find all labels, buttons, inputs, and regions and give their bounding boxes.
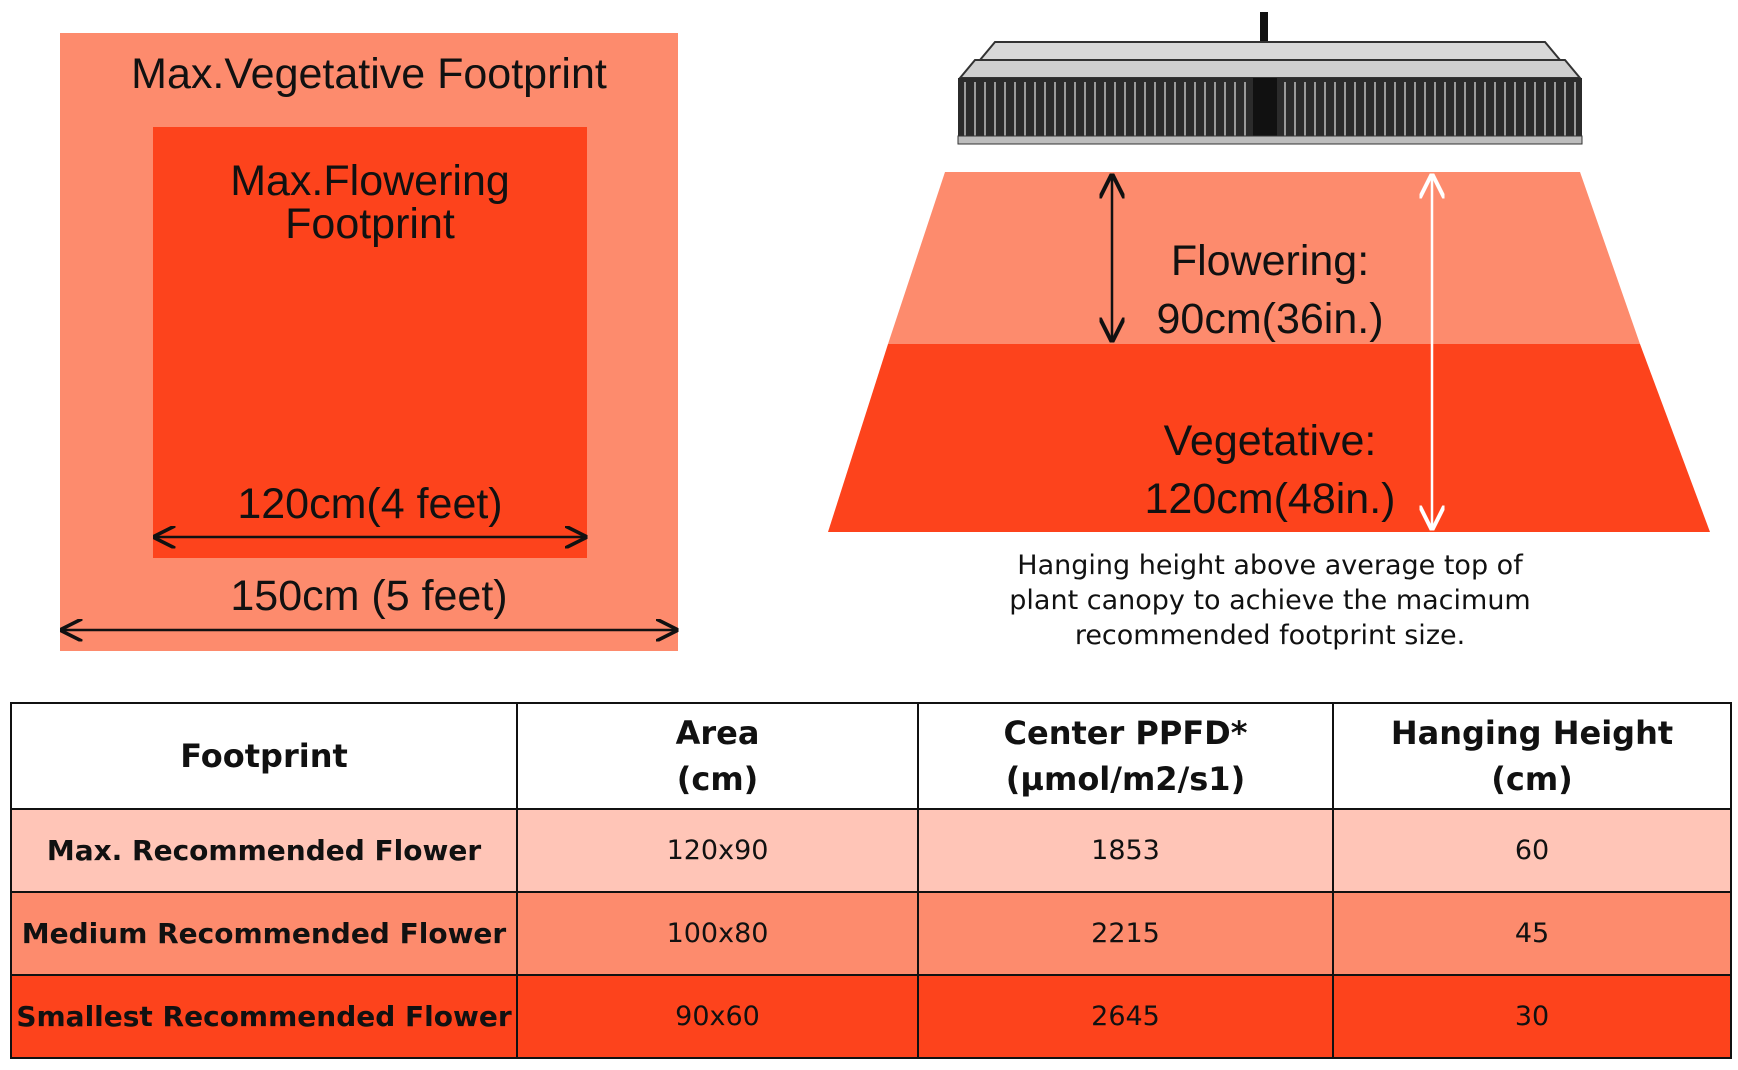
cell-height: 30 [1332, 974, 1732, 1059]
vegetative-coverage-zone [828, 344, 1710, 532]
header-hanging-height: Hanging Height (cm) [1332, 702, 1732, 810]
flowering-title-line1: Max.Flowering [230, 157, 510, 205]
header-footprint-label: Footprint [180, 737, 348, 775]
dimension-arrows [0, 0, 1738, 700]
inner-dimension-label: 120cm(4 feet) [237, 480, 503, 528]
header-ppfd-label: Center PPFD* [1003, 714, 1248, 752]
cell-ppfd: 2645 [917, 974, 1334, 1059]
header-area-unit: (cm) [676, 760, 759, 798]
table-row: Medium Recommended Flower 100x80 2215 45 [10, 891, 1732, 976]
table-row: Smallest Recommended Flower 90x60 2645 3… [10, 974, 1732, 1059]
cell-footprint: Smallest Recommended Flower [10, 974, 518, 1059]
table-header-row: Footprint Area (cm) Center PPFD* (µmol/m… [10, 702, 1732, 810]
header-hanging-height-unit: (cm) [1491, 760, 1573, 798]
grow-light-fixture-icon [957, 12, 1583, 145]
footprint-spec-table: Footprint Area (cm) Center PPFD* (µmol/m… [10, 702, 1732, 1059]
outer-dimension-label: 150cm (5 feet) [230, 572, 508, 620]
cell-ppfd: 2215 [917, 891, 1334, 976]
table-row: Max. Recommended Flower 120x90 1853 60 [10, 808, 1732, 893]
flowering-footprint-title: Max.Flowering Footprint [153, 160, 587, 246]
flowering-height-value: 90cm(36in.) [1156, 295, 1384, 343]
flowering-coverage-zone [888, 172, 1640, 344]
caption-line2: plant canopy to achieve the macimum [1009, 585, 1531, 616]
vegetative-footprint-title: Max.Vegetative Footprint [131, 50, 607, 98]
header-footprint: Footprint [10, 702, 518, 810]
vegetative-label: Vegetative: [1163, 417, 1377, 465]
header-ppfd: Center PPFD* (µmol/m2/s1) [917, 702, 1334, 810]
cell-area: 100x80 [516, 891, 919, 976]
cell-height: 60 [1332, 808, 1732, 893]
flowering-label: Flowering: [1170, 237, 1370, 285]
flowering-footprint-area [153, 127, 587, 558]
vegetative-height-value: 120cm(48in.) [1144, 475, 1396, 523]
cell-ppfd: 1853 [917, 808, 1334, 893]
cell-height: 45 [1332, 891, 1732, 976]
header-hanging-height-label: Hanging Height [1390, 714, 1674, 752]
cell-area: 120x90 [516, 808, 919, 893]
header-ppfd-unit: (µmol/m2/s1) [1005, 760, 1246, 798]
cell-footprint: Max. Recommended Flower [10, 808, 518, 893]
caption-line1: Hanging height above average top of [1017, 550, 1523, 581]
hanging-height-caption: Hanging height above average top of plan… [930, 548, 1610, 653]
cell-footprint: Medium Recommended Flower [10, 891, 518, 976]
hanging-height-diagram [828, 172, 1710, 532]
flowering-title-line2: Footprint [285, 200, 455, 248]
header-area: Area (cm) [516, 702, 919, 810]
cell-area: 90x60 [516, 974, 919, 1059]
header-area-label: Area [675, 714, 760, 752]
caption-line3: recommended footprint size. [1074, 620, 1466, 651]
